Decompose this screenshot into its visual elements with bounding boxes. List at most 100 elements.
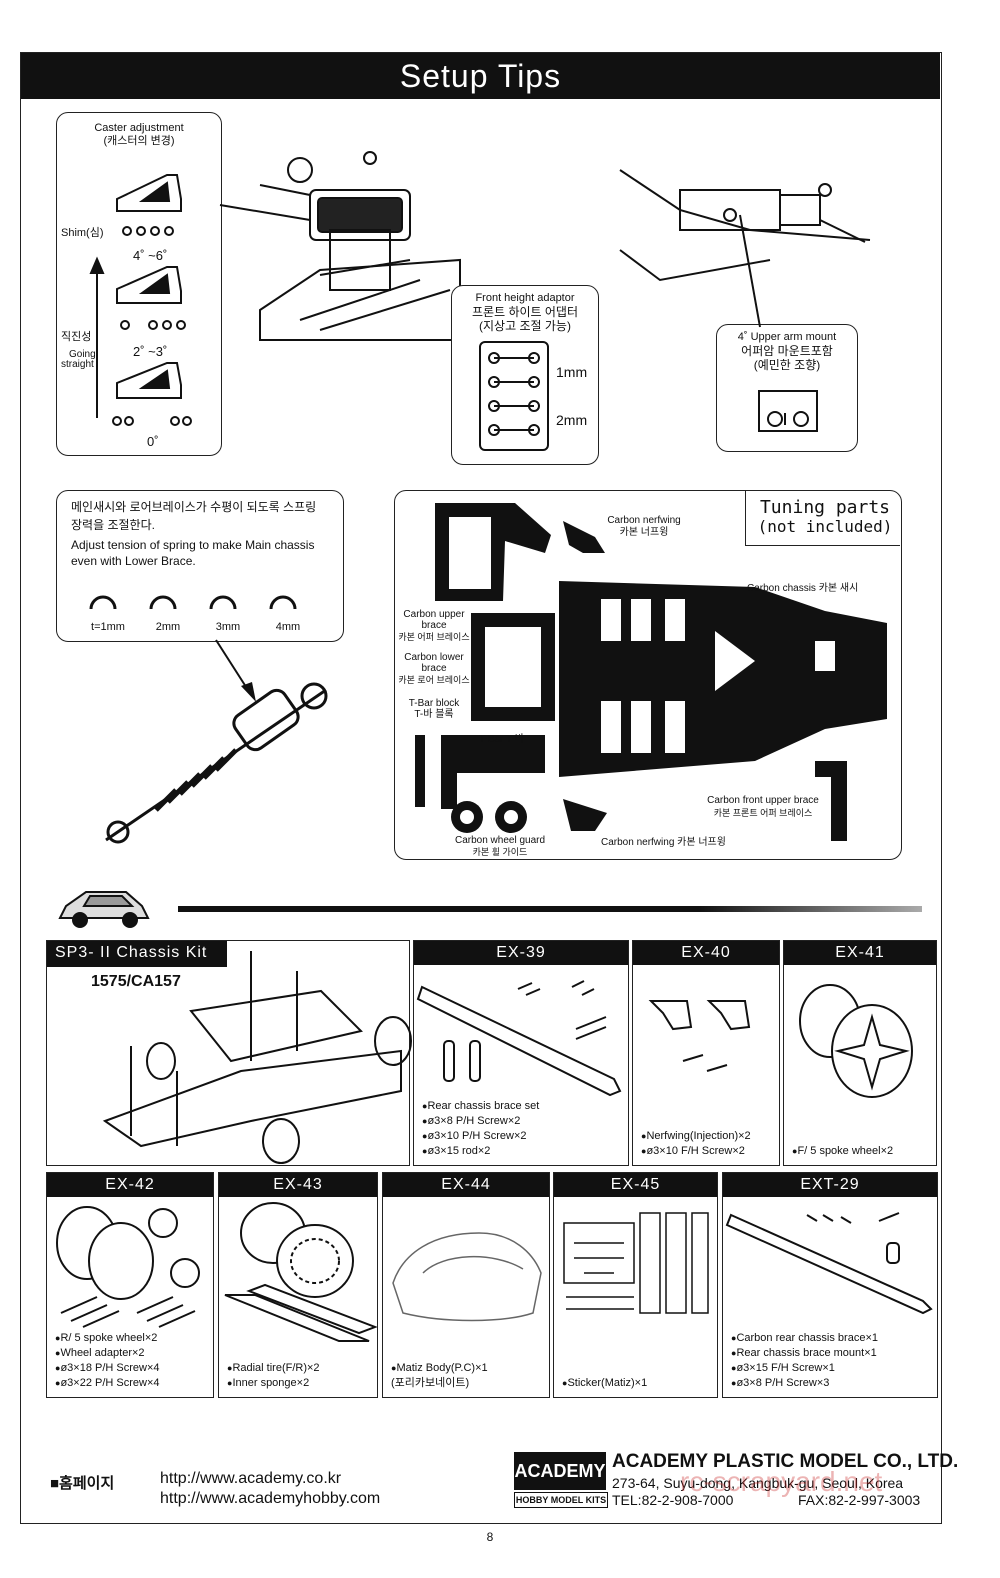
section-divider [178,906,922,912]
upper-arm-callout-line [739,214,761,328]
kit-sp3-chassis: SP3- II Chassis Kit 1575/CA157 [46,940,412,1166]
ex42-wheel-illustration [56,1206,200,1328]
tuning-subtitle: (not included) [757,517,893,536]
spring-text-kr-1: 메인새시와 로어브레이스가 수평이 되도록 스프링 [71,500,317,514]
kit-ex43-items: Radial tire(F/R)×2 Inner sponge×2 [227,1361,320,1391]
logo-subtext: HOBBY MODEL KITS [514,1492,608,1508]
label-front-upper-brace: Carbon front upper brace [707,795,819,806]
front-height-title-kr: 프론트 하이트 어댑터 [471,305,579,319]
kit-ex39-item: ø3×15 rod×2 [422,1144,539,1159]
kit-ex45: EX-45 Sticker(Matiz)×1 [553,1172,718,1398]
kit-ex42-item: Wheel adapter×2 [55,1346,160,1361]
upper-arm-title-kr: 어퍼암 마운트포함 [741,344,833,358]
straight-label-en-2: straight [61,359,94,370]
spring-tension-panel: 메인새시와 로어브레이스가 수평이 되도록 스프링 장력을 조절한다. Adju… [56,490,344,642]
kit-ex40-items: Nerfwing(Injection)×2 ø3×10 F/H Screw×2 [641,1129,751,1159]
kit-ex44-title: EX-44 [383,1173,549,1197]
ex40-parts-illustration [648,1000,751,1072]
label-nerfwing-top: Carbon nerfwing [607,515,681,526]
spring-size-1: t=1mm [91,621,125,633]
kit-ex44-item: (포리카보네이트) [391,1377,470,1389]
watermark: rc-scrapyard.net [680,1466,883,1497]
label-upper-brace-2: brace [421,620,447,631]
label-tbar: T-Bar T-바 [479,734,525,745]
company-tel: TEL:82-2-908-7000 [612,1492,734,1508]
kit-ex42-item: ø3×18 P/H Screw×4 [55,1361,159,1376]
kit-ex42-item: ø3×22 P/H Screw×4 [55,1376,159,1391]
kit-ex40: EX-40 Nerfwing(Injection)×2 ø3×10 F/H Sc… [632,940,780,1166]
label-tbar-block-kr: T-바 블록 [414,709,454,720]
ex39-parts-illustration [416,980,622,1097]
kit-ext29-item: Rear chassis brace mount×1 [731,1346,878,1361]
kit-ex45-title: EX-45 [554,1173,717,1197]
kit-ex39-items: Rear chassis brace set ø3×8 P/H Screw×2 … [422,1099,539,1159]
kit-ex39: EX-39 Rear chassis brace set ø3×8 P/H Sc… [413,940,629,1166]
kit-ex41-item: F/ 5 spoke wheel×2 [792,1144,893,1159]
caster-range-high: 4˚ ~6˚ [133,248,168,263]
tuning-parts-panel: Tuning parts (not included) Carbon nerfw… [394,490,902,860]
kit-ex44-item: Matiz Body(P.C)×1 [391,1361,487,1376]
kit-ex42-title: EX-42 [47,1173,213,1197]
kit-ex42: EX-42 R/ 5 spoke wheel×2 Wheel adapter×2… [46,1172,214,1398]
label-front-upper-brace-kr: 카본 프론트 어퍼 브레이스 [713,808,813,818]
kit-ex40-item: ø3×10 F/H Screw×2 [641,1144,751,1159]
size-2mm: 2mm [556,412,588,428]
label-wheel-guard: Carbon wheel guard [454,835,546,846]
kit-ex40-title: EX-40 [633,941,779,965]
kit-ext29: EXT-29 Carbon rear chassis brace×1 Rear … [722,1172,938,1398]
ex41-wheel-illustration [799,984,913,1098]
homepage-url-2[interactable]: http://www.academyhobby.com [160,1490,381,1507]
homepage-label: ■홈페이지 [50,1475,115,1492]
straight-label-kr: 직진성 [61,331,92,343]
caster-title-kr: (캐스터의 변경) [103,135,175,147]
kit-ex43-item: Radial tire(F/R)×2 [227,1361,319,1376]
ex45-sticker-illustration [563,1212,709,1314]
upper-arm-title: 4˚ Upper arm mount [737,331,837,343]
car-icon [58,891,150,928]
kit-ex42-item: R/ 5 spoke wheel×2 [55,1331,160,1346]
front-height-sub-kr: (지상고 조절 가능) [479,319,571,333]
caster-title: Caster adjustment [94,122,184,134]
kit-ex41-items: F/ 5 spoke wheel×2 [792,1144,893,1159]
ext29-parts-illustration [725,1212,933,1315]
company-name: ACADEMY PLASTIC MODEL CO., LTD. [612,1451,959,1472]
page-frame [20,52,942,1524]
label-tbar-block: T-Bar block [408,698,460,709]
caster-adjustment-panel: Caster adjustment (캐스터의 변경) Shim(심) 4˚ ~… [56,112,222,456]
label-upper-brace-kr: 카본 어퍼 브레이스 [398,632,470,642]
kit-sp3-code: 1575/CA157 [91,973,181,990]
shim-label: Shim(심) [61,227,104,239]
kit-ex39-item: ø3×8 P/H Screw×2 [422,1114,539,1129]
spring-size-4: 4mm [275,621,301,633]
kit-ext29-title: EXT-29 [723,1173,937,1197]
page-title: Setup Tips [21,53,940,99]
company-address: 273-64, Suyu-dong, Kangbuk-gu, Seoul, Ko… [612,1475,904,1491]
kit-ext29-items: Carbon rear chassis brace×1 Rear chassis… [731,1331,878,1391]
kit-ex40-item: Nerfwing(Injection)×2 [641,1129,750,1144]
upper-arm-illustration [619,169,871,282]
sp3-chassis-illustration [102,951,412,1164]
academy-logo: ACADEMY HOBBY MODEL KITS [514,1452,608,1508]
kit-ex43-item: Inner sponge×2 [227,1376,320,1391]
homepage-url-1[interactable]: http://www.academy.co.kr [160,1470,342,1487]
kit-ex43: EX-43 Radial tire(F/R)×2 Inner sponge×2 [218,1172,378,1398]
kit-ext29-item: Carbon rear chassis brace×1 [731,1331,878,1346]
logo-text: ACADEMY [514,1452,606,1490]
straight-label-en-1: Going [69,349,96,360]
label-lower-brace-1: Carbon lower [404,652,464,663]
kit-ex45-item: Sticker(Matiz)×1 [562,1376,647,1391]
page-number: 8 [486,1530,494,1544]
ex44-body-illustration [392,1232,542,1322]
label-nerfwing-bottom: Carbon nerfwing 카본 너프윙 [601,837,726,848]
tuning-title-box [745,491,900,546]
spring-spacer-icons [89,595,297,610]
tuning-title: Tuning parts [759,497,891,518]
kit-ex41-title: EX-41 [784,941,936,965]
spring-text-kr-2: 장력을 조절한다. [71,518,155,532]
label-wheel-guard-kr: 카본 휠 가이드 [472,847,528,857]
ex43-tire-illustration [224,1202,378,1342]
spring-size-3: 3mm [215,621,241,633]
label-chassis: Carbon chassis 카본 새시 [747,583,859,594]
height-adaptor-diagram [479,341,549,451]
spring-text-en-2: even with Lower Brace. [71,554,196,568]
